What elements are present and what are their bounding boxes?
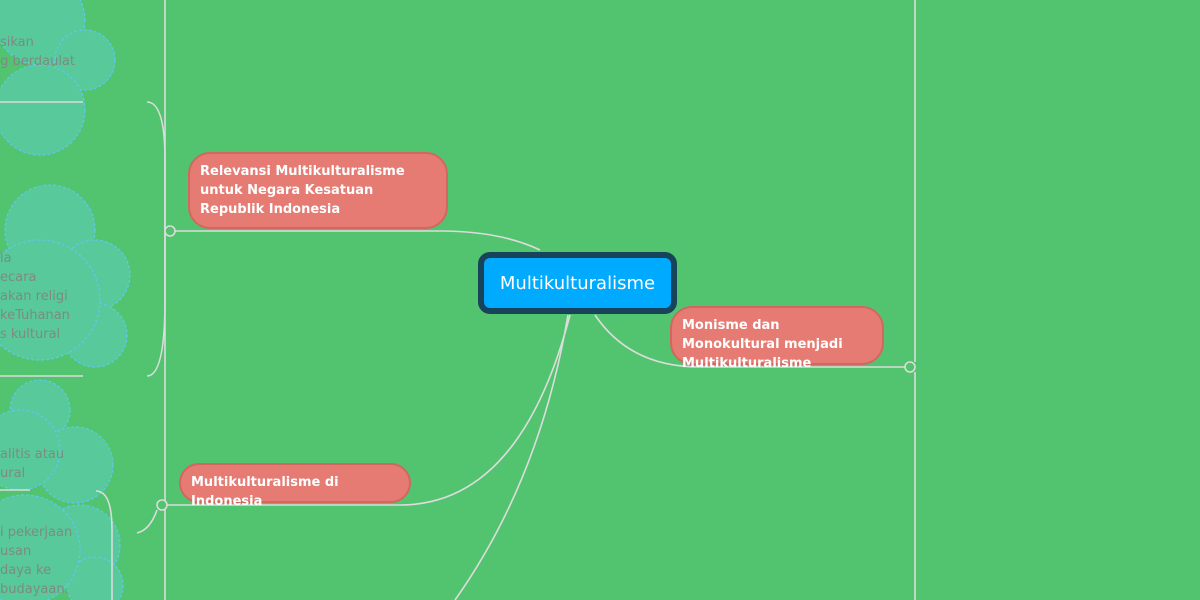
note-line: i pekerjaan [0, 525, 73, 540]
note-line: keTuhanan [0, 308, 70, 323]
note-line: budayaan. [0, 582, 69, 597]
note-line: akan religi [0, 289, 68, 304]
note-line: usan [0, 544, 32, 559]
note-line: daya ke [0, 563, 52, 578]
note-line: sikan [0, 35, 34, 50]
note-text-3: alitis atau ural [0, 445, 64, 483]
branch-label: Multikulturalisme di Indonesia [191, 475, 339, 509]
central-topic-label: Multikulturalisme [499, 272, 656, 294]
branch-multikulturalisme-indonesia[interactable]: Multikulturalisme di Indonesia [179, 463, 411, 509]
note-line: alitis atau [0, 447, 65, 462]
central-topic[interactable]: Multikulturalisme [478, 252, 677, 314]
note-clouds [0, 0, 131, 600]
note-text-2: la ecara akan religi keTuhanan s kultura… [0, 249, 70, 344]
note-line: ural [0, 466, 26, 481]
note-line: s kultural [0, 327, 61, 342]
note-line: g berdaulat [0, 54, 75, 69]
branch-relevansi[interactable]: Relevansi Multikulturalisme untuk Negara… [188, 152, 448, 229]
branch-label: Relevansi Multikulturalisme untuk Negara… [200, 164, 405, 217]
branch-monisme[interactable]: Monisme dan Monokultural menjadi Multiku… [670, 306, 884, 371]
note-text-4: i pekerjaan usan daya ke budayaan. [0, 523, 72, 599]
note-line: ecara [0, 270, 37, 285]
note-text-1: sikan g berdaulat [0, 33, 75, 71]
branch-label: Monisme dan Monokultural menjadi Multiku… [682, 318, 843, 371]
note-line: la [0, 251, 12, 266]
